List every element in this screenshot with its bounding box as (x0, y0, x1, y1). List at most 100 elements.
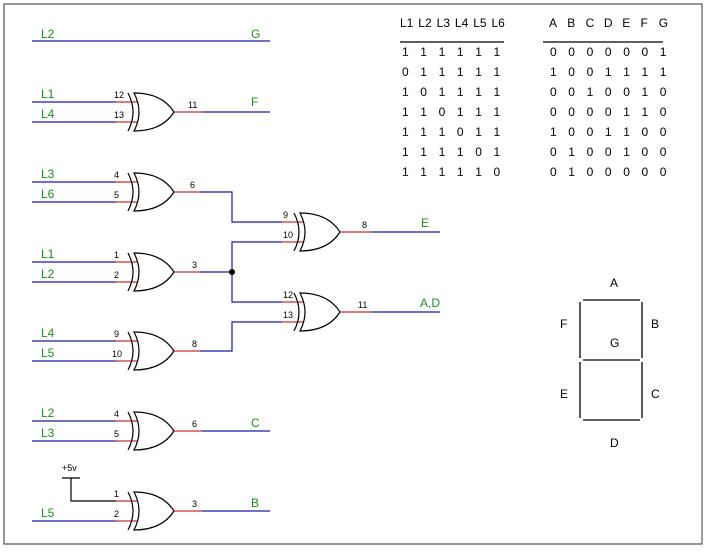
table-header-output: F (641, 16, 648, 30)
table-cell-input: 1 (475, 105, 482, 119)
label-a-d: A,D (420, 296, 440, 310)
table-cell-output: 0 (660, 105, 667, 119)
table-header-output: G (659, 16, 668, 30)
table-cell-output: 0 (605, 105, 612, 119)
table-cell-output: 1 (623, 145, 630, 159)
segment-label-a: A (610, 276, 618, 290)
xor-gate-e: 9 10 8 E (282, 210, 440, 252)
table-cell-input: 1 (475, 85, 482, 99)
table-cell-output: 0 (660, 165, 667, 179)
table-header-output: D (604, 16, 613, 30)
table-cell-output: 1 (623, 105, 630, 119)
label-e: E (421, 216, 429, 230)
table-cell-output: 1 (605, 125, 612, 139)
pin-4: 4 (114, 409, 119, 419)
table-header-output: C (586, 16, 595, 30)
table-cell-output: 0 (605, 45, 612, 59)
table-cell-output: 0 (550, 85, 557, 99)
wire-g: L2 G (32, 27, 270, 42)
table-cell-input: 1 (457, 45, 464, 59)
label-g: G (251, 27, 260, 41)
table-cell-output: 1 (642, 85, 649, 99)
xor-gate-a-d: 12 13 11 A,D (282, 290, 440, 332)
table-cell-output: 0 (623, 85, 630, 99)
xor-gate-l1-l2: L1 L2 1 2 3 (32, 241, 282, 303)
table-cell-input: 1 (420, 45, 427, 59)
table-cell-output: 0 (605, 145, 612, 159)
table-cell-output: 0 (587, 105, 594, 119)
pin-12: 12 (283, 290, 293, 300)
label-l2: L2 (41, 27, 55, 41)
table-cell-output: 0 (587, 45, 594, 59)
table-cell-output: 1 (605, 65, 612, 79)
table-cell-input: 1 (439, 165, 446, 179)
label-f: F (251, 95, 258, 109)
table-cell-output: 0 (587, 165, 594, 179)
seven-segment-display: A F B G E C D (560, 276, 660, 450)
table-cell-input: 1 (475, 65, 482, 79)
table-cell-output: 1 (660, 65, 667, 79)
table-cell-input: 1 (439, 45, 446, 59)
sheet-border (3, 3, 703, 545)
table-cell-input: 1 (494, 125, 501, 139)
table-cell-input: 1 (420, 65, 427, 79)
xor-gate-b: +5v L5 1 2 3 B (32, 463, 270, 531)
table-cell-input: 1 (494, 105, 501, 119)
pin-1: 1 (114, 489, 119, 499)
table-header-input: L3 (437, 16, 451, 30)
table-cell-output: 1 (568, 165, 575, 179)
table-cell-input: 1 (494, 65, 501, 79)
xor-gate-c: L2 L3 4 5 6 C (32, 406, 270, 451)
table-cell-input: 1 (402, 165, 409, 179)
table-header-output: A (549, 16, 557, 30)
label-c: C (251, 416, 260, 430)
table-cell-input: 1 (402, 145, 409, 159)
pin-11: 11 (358, 300, 367, 310)
segment-label-e: E (560, 387, 568, 401)
table-cell-input: 1 (457, 105, 464, 119)
xor-gate-l4-l5: L4 L5 9 10 8 (32, 321, 282, 371)
label-l3: L3 (41, 426, 55, 440)
segment-label-d: D (610, 436, 619, 450)
table-cell-output: 0 (568, 105, 575, 119)
junction-dot (229, 269, 235, 275)
table-cell-input: 0 (494, 165, 501, 179)
label-l1: L1 (41, 247, 55, 261)
segment-label-b: B (651, 317, 659, 331)
table-cell-input: 1 (420, 105, 427, 119)
table-cell-input: 1 (494, 45, 501, 59)
table-cell-output: 1 (623, 65, 630, 79)
table-cell-output: 1 (642, 65, 649, 79)
label-l2: L2 (41, 406, 55, 420)
table-header-output: E (622, 16, 630, 30)
table-cell-output: 0 (642, 145, 649, 159)
table-cell-input: 1 (457, 85, 464, 99)
pin-6: 6 (192, 419, 197, 429)
label-l1: L1 (41, 87, 55, 101)
table-cell-output: 1 (568, 145, 575, 159)
table-cell-input: 1 (457, 145, 464, 159)
table-cell-output: 0 (568, 65, 575, 79)
pin-10: 10 (112, 349, 122, 359)
table-cell-input: 1 (457, 165, 464, 179)
pin-4: 4 (114, 170, 119, 180)
table-cell-input: 1 (402, 45, 409, 59)
table-cell-input: 1 (439, 145, 446, 159)
table-cell-output: 0 (550, 105, 557, 119)
table-cell-input: 0 (439, 105, 446, 119)
table-cell-output: 0 (550, 45, 557, 59)
table-cell-output: 0 (642, 45, 649, 59)
table-cell-output: 0 (587, 145, 594, 159)
pin-8: 8 (192, 339, 197, 349)
table-cell-input: 0 (475, 145, 482, 159)
table-header-input: L4 (455, 16, 469, 30)
pin-3: 3 (192, 499, 197, 509)
table-cell-output: 0 (568, 125, 575, 139)
xor-gate-l3-l6: L3 L6 4 5 6 (32, 167, 282, 223)
pin-5: 5 (114, 190, 119, 200)
table-cell-output: 1 (550, 125, 557, 139)
segment-label-g: G (610, 336, 619, 350)
table-cell-input: 1 (475, 125, 482, 139)
label-l4: L4 (41, 326, 55, 340)
